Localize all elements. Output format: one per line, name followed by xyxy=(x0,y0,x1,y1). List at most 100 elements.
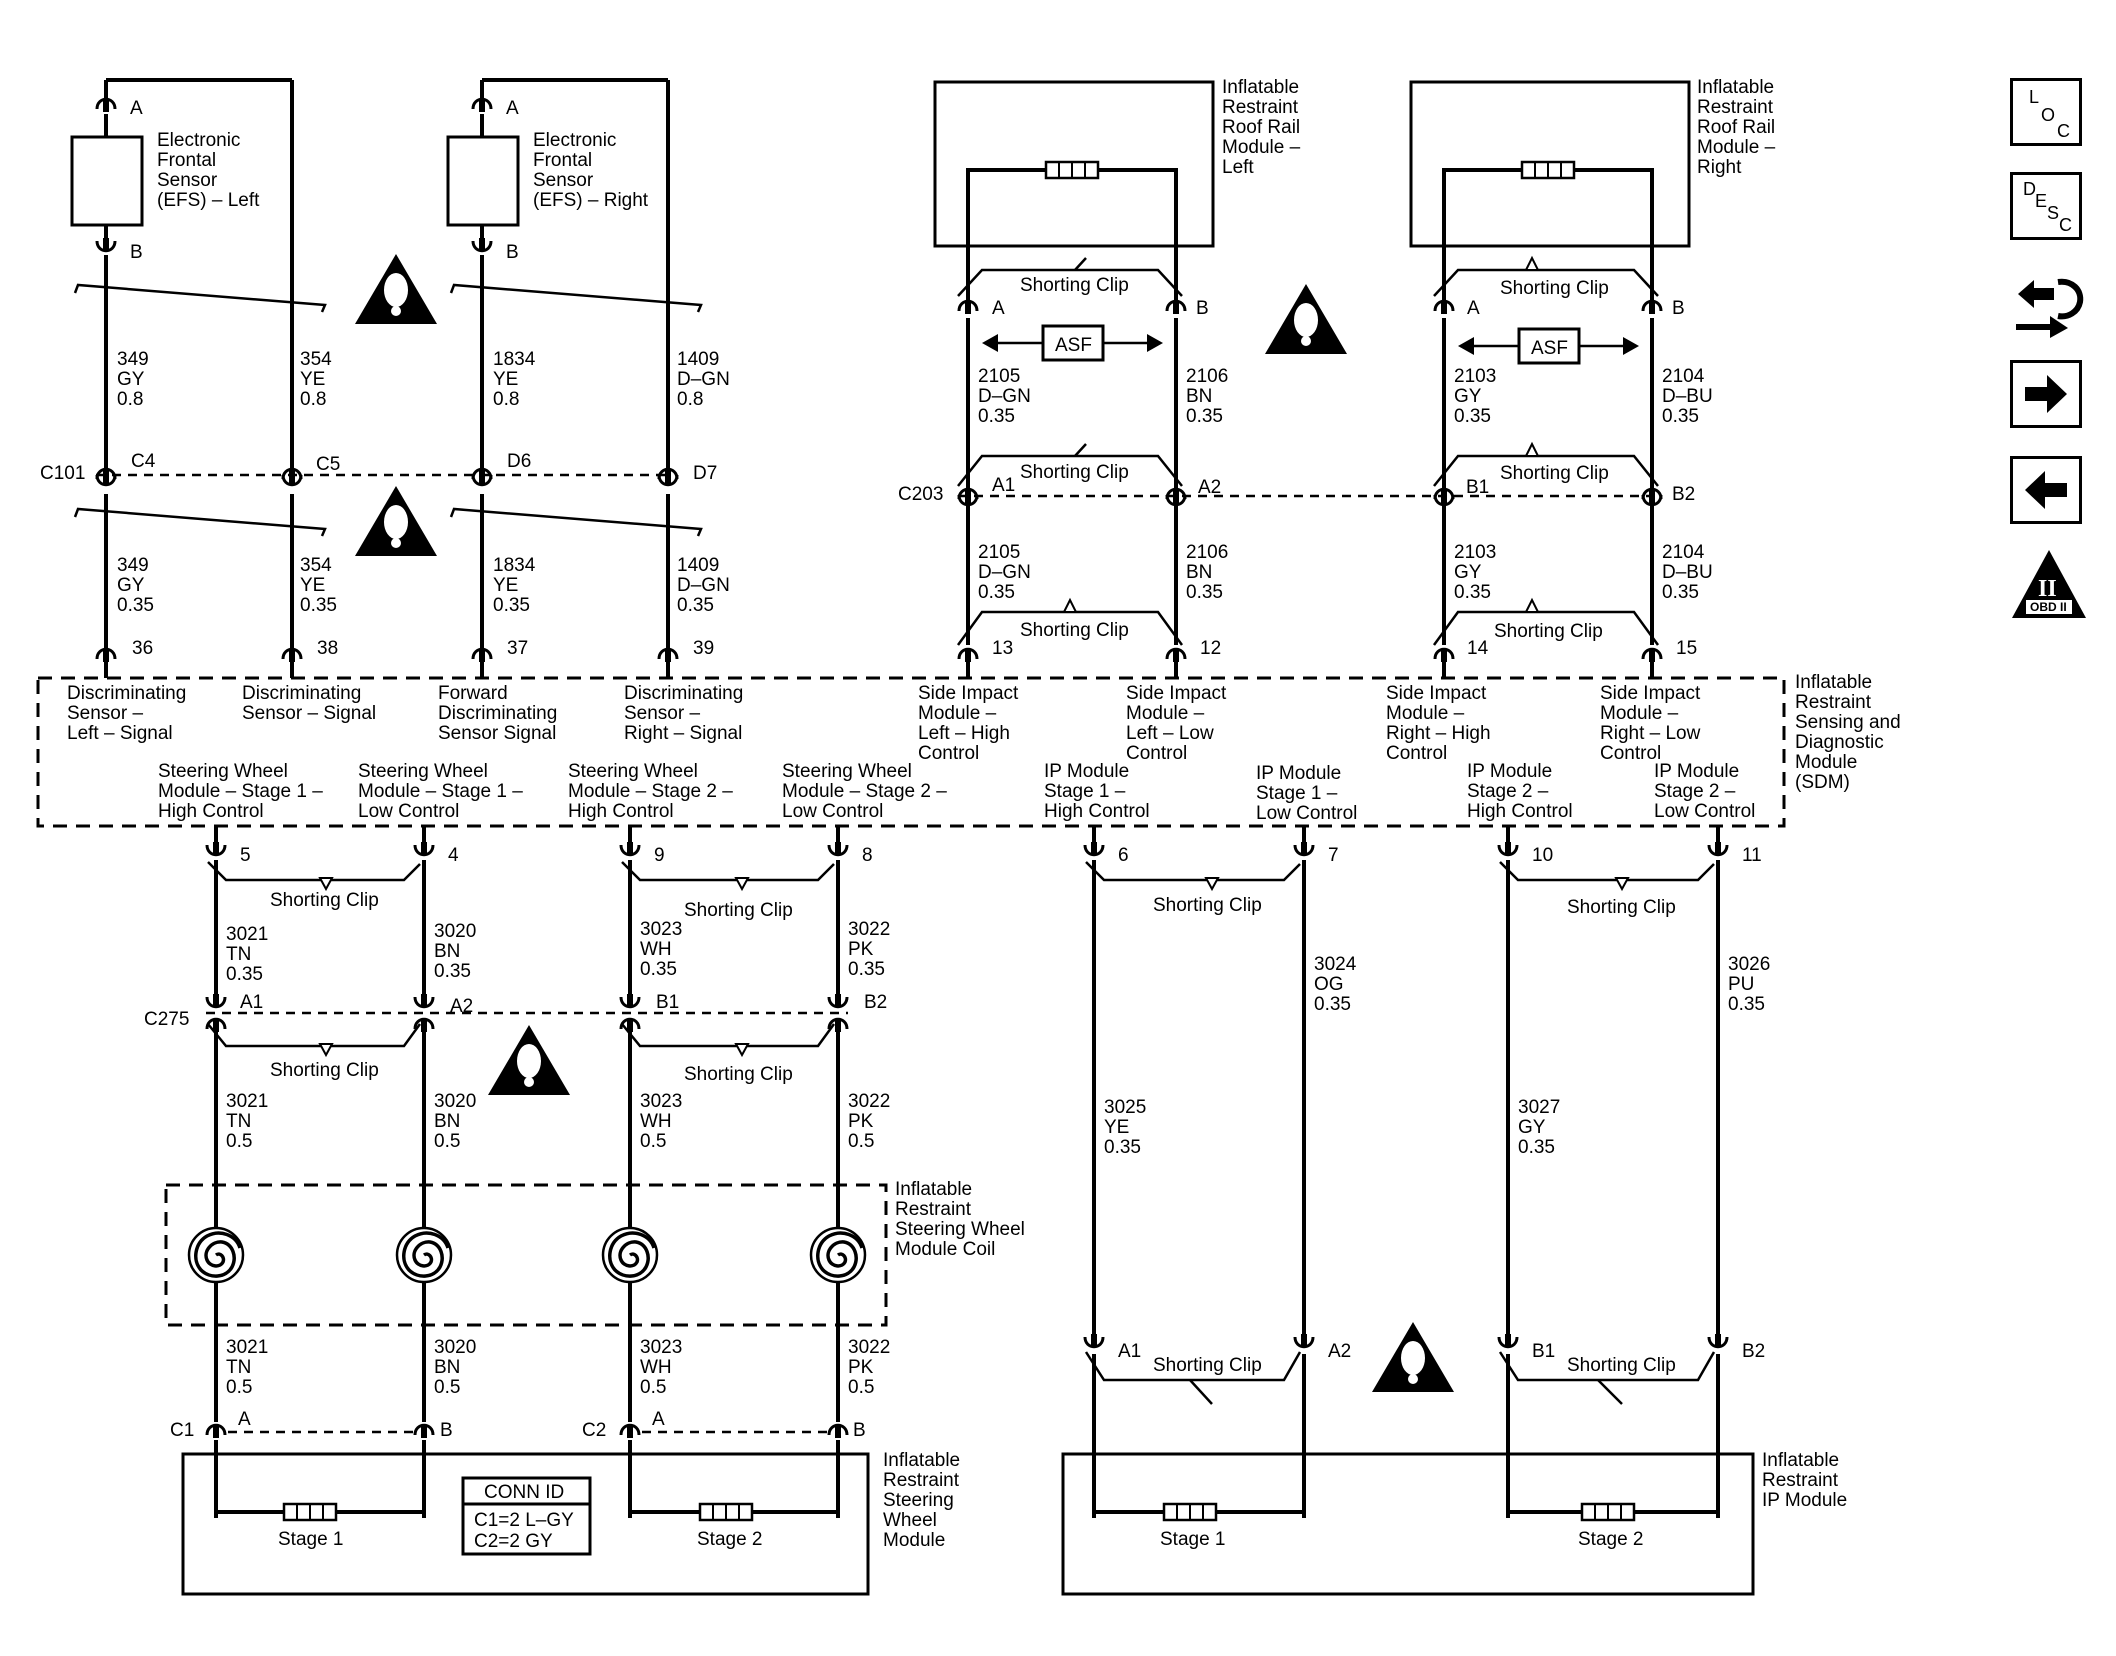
connector-end-view-button[interactable] xyxy=(2010,272,2086,340)
svg-text:II: II xyxy=(2038,576,2057,602)
svg-text:7: 7 xyxy=(1328,845,1339,866)
left-arrow-icon xyxy=(2025,471,2067,509)
loc-icon: L O C xyxy=(2029,87,2070,141)
svg-text:38: 38 xyxy=(317,638,338,659)
svg-text:Inflatable Restraint: Inflatable Restraint Steering Wheel Modu… xyxy=(895,1179,1030,1260)
svg-text:Shorting Clip: Shorting Clip xyxy=(1500,278,1609,299)
roof-rail-module-left: Inflatable Restraint Roof Rail Module – … xyxy=(933,77,1301,248)
shorting-clip: Shorting Clip xyxy=(207,861,421,911)
svg-text:Shorting Clip: Shorting Clip xyxy=(1494,621,1603,642)
shorting-clip: Shorting Clip xyxy=(957,257,1183,297)
next-page-button[interactable] xyxy=(2010,360,2082,428)
svg-text:C4: C4 xyxy=(131,451,156,472)
efs-left-sensor: A B Electronic Frontal Sensor (EFS) – Le… xyxy=(70,78,294,470)
shorting-clip: Shorting Clip xyxy=(1084,1351,1302,1405)
svg-text:37: 37 xyxy=(507,638,528,659)
svg-text:Inflatable Restraint: Inflatable Restraint Sensing and Diagnos… xyxy=(1795,672,1906,793)
connector-c203: C203 A1 A2 B1 B2 xyxy=(898,475,1695,507)
steering-wheel-module-coil: Inflatable Restraint Steering Wheel Modu… xyxy=(164,1179,1030,1327)
svg-text:5: 5 xyxy=(240,845,251,866)
svg-text:B1: B1 xyxy=(1532,1341,1555,1362)
sdm-top-pins: 36 38 37 39 13 12 14 15 xyxy=(95,638,1697,678)
svg-text:Stage 2: Stage 2 xyxy=(697,1529,763,1550)
svg-text:Inflatable Restraint: Inflatable Restraint Roof Rail Module – … xyxy=(1697,77,1780,178)
twisted-pair-marks-upper xyxy=(73,283,703,537)
svg-text:B: B xyxy=(1196,298,1209,319)
asf-left: ASF xyxy=(982,324,1163,362)
svg-text:13: 13 xyxy=(992,638,1013,659)
shorting-clip: Shorting Clip xyxy=(207,1023,422,1081)
shorting-clip: Shorting Clip xyxy=(1433,255,1659,299)
svg-text:C101: C101 xyxy=(40,463,85,484)
asf-right: ASF xyxy=(1458,327,1639,365)
svg-text:A2: A2 xyxy=(1198,477,1221,498)
svg-text:B: B xyxy=(853,1420,866,1441)
svg-text:A: A xyxy=(652,1409,665,1430)
steering-wheel-module: Stage 1 Stage 2 CONN ID C1=2 L–GY C2=2 G… xyxy=(181,1450,960,1596)
svg-text:39: 39 xyxy=(693,638,714,659)
warning-icon xyxy=(355,254,437,324)
svg-text:4: 4 xyxy=(448,845,459,866)
svg-text:Shorting Clip: Shorting Clip xyxy=(1020,275,1129,296)
obd-ii-button[interactable]: II OBD II xyxy=(2010,548,2088,620)
warning-icon xyxy=(1265,284,1347,354)
svg-text:Shorting Clip: Shorting Clip xyxy=(1020,620,1129,641)
obd-ii-icon: II OBD II xyxy=(2012,550,2086,618)
svg-text:14: 14 xyxy=(1467,638,1489,659)
svg-text:6: 6 xyxy=(1118,845,1129,866)
svg-text:Shorting Clip: Shorting Clip xyxy=(684,1064,793,1085)
previous-page-button[interactable] xyxy=(2010,456,2082,524)
shorting-clip: Shorting Clip xyxy=(956,597,1184,646)
roof-rail-connector-pins: A B A B xyxy=(957,298,1685,319)
svg-text:ASF: ASF xyxy=(1055,335,1092,356)
shorting-clip: Shorting Clip xyxy=(1499,861,1715,918)
efs-right-pin-b: B xyxy=(506,242,519,263)
efs-left-pin-a: A xyxy=(130,98,143,119)
svg-text:12: 12 xyxy=(1200,638,1221,659)
efs-right-sensor: A B Electronic Frontal Sensor (EFS) – Ri… xyxy=(446,78,670,470)
svg-text:B: B xyxy=(440,1420,453,1441)
svg-text:Shorting Clip: Shorting Clip xyxy=(1567,897,1676,918)
desc-button[interactable]: D E S C xyxy=(2010,172,2082,240)
svg-text:9: 9 xyxy=(654,845,665,866)
loc-button[interactable]: L O C xyxy=(2010,78,2082,146)
svg-text:Shorting Clip: Shorting Clip xyxy=(1153,1355,1262,1376)
roof-rail-module-right: Inflatable Restraint Roof Rail Module – … xyxy=(1409,77,1780,248)
svg-text:Shorting Clip: Shorting Clip xyxy=(1500,463,1609,484)
shorting-clip: Shorting Clip xyxy=(1433,441,1659,487)
svg-text:C5: C5 xyxy=(316,454,340,475)
svg-text:Inflatable Restraint: Inflatable Restraint IP Module xyxy=(1762,1450,1847,1511)
svg-text:D7: D7 xyxy=(693,463,717,484)
